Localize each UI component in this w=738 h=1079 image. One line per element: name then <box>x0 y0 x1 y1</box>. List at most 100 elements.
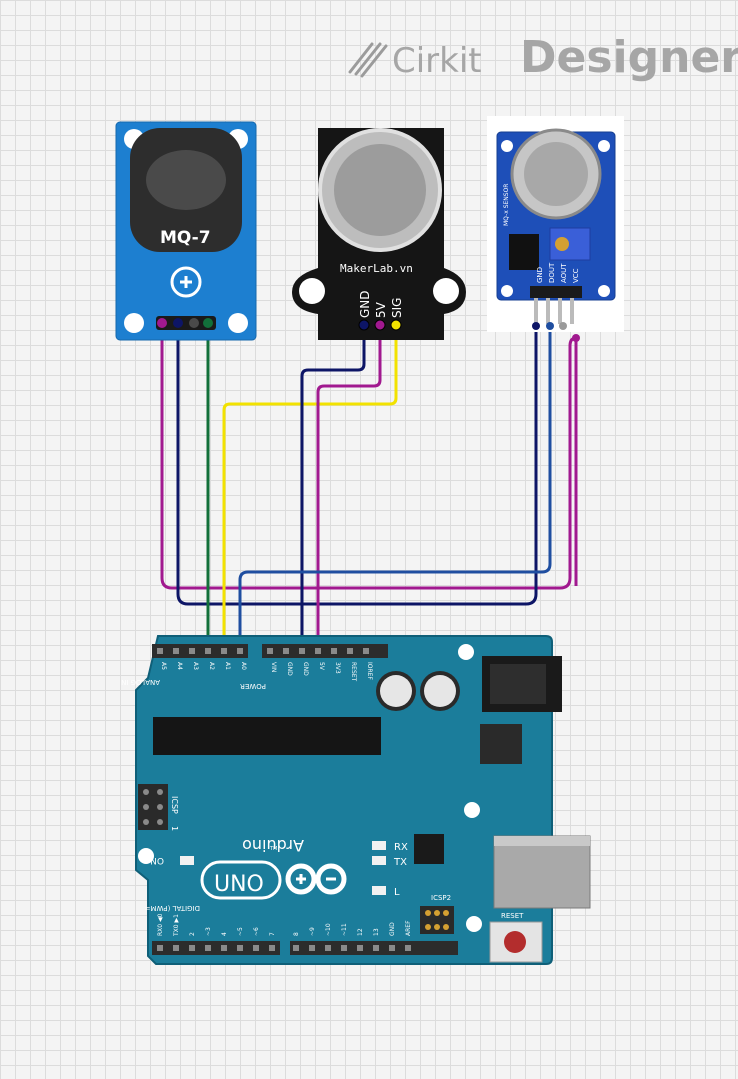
header-pin-analog_pins-5[interactable] <box>237 648 243 654</box>
pin-label-power_pins-2: GND <box>302 662 309 676</box>
pin-module-vcc[interactable] <box>572 334 580 342</box>
mounting-hole <box>501 140 513 152</box>
header-pin-digital-3[interactable] <box>205 945 211 951</box>
wire-module-aout-blue[interactable] <box>238 326 552 652</box>
pin-label-power_pins-4: 3V3 <box>334 662 341 674</box>
pin-mq7-2[interactable] <box>173 318 183 328</box>
icsp-label: ICSP <box>170 796 179 814</box>
tx-label: TX <box>393 857 407 868</box>
header-pin-digital-10[interactable] <box>325 945 331 951</box>
wire-makerlab-5v-purple[interactable] <box>316 325 382 652</box>
header-pin-digital-12[interactable] <box>357 945 363 951</box>
header-pin-analog_pins-0[interactable] <box>157 648 163 654</box>
pin-label-digital-0: RX0 ◀0 <box>157 913 164 936</box>
pin-label-analog_pins-2: A3 <box>192 662 199 670</box>
header-pin-digital-5[interactable] <box>237 945 243 951</box>
pin-label-digital-10: ~10 <box>325 923 332 936</box>
header-pin-power_pins-1[interactable] <box>283 648 289 654</box>
wire-makerlab-sig-yellow[interactable] <box>222 325 398 652</box>
on-label: ON <box>150 855 164 865</box>
pin-makerlab-5v[interactable] <box>374 319 386 331</box>
pin-label-power_pins-5: RESET <box>350 662 357 682</box>
atmega-chip <box>153 717 381 755</box>
pin-makerlab-gnd[interactable] <box>358 319 370 331</box>
header-pin-digital-13[interactable] <box>373 945 379 951</box>
power-label: POWER <box>240 682 266 690</box>
pin-mq7-3[interactable] <box>189 318 199 328</box>
header-pin-power_pins-6[interactable] <box>363 648 369 654</box>
pin-label-power_pins-0: VIN <box>270 662 277 672</box>
pin-label-analog_pins-1: A4 <box>176 662 183 670</box>
pin-label-digital-1: TX0 ▶1 <box>173 914 180 937</box>
header-pin-analog_pins-3[interactable] <box>205 648 211 654</box>
pencil-icon <box>348 42 388 78</box>
wire-mq7-to-a2-purple[interactable] <box>160 323 577 590</box>
module-pin-label-dout: DOUT <box>548 262 556 283</box>
pin-label-power_pins-3: 5V <box>318 662 325 671</box>
header-pin-analog_pins-4[interactable] <box>221 648 227 654</box>
tm-mark: TM <box>269 846 277 852</box>
sensor-symbol-icon <box>170 266 202 298</box>
pin-mq7-1[interactable] <box>157 318 167 328</box>
header-pin-power_pins-4[interactable] <box>331 648 337 654</box>
logo-text-designer: Designer <box>520 32 738 83</box>
header-pin-digital-15[interactable] <box>405 945 411 951</box>
header-pin-digital-2[interactable] <box>189 945 195 951</box>
rx-led <box>372 841 386 850</box>
header-pin-digital-11[interactable] <box>341 945 347 951</box>
pin-module-gnd[interactable] <box>532 322 540 330</box>
comparator-chip <box>509 234 539 270</box>
wire-makerlab-gnd-navy[interactable] <box>300 325 366 652</box>
icsp2-label: ICSP2 <box>431 894 451 902</box>
mounting-hole <box>299 278 325 304</box>
header-pin-digital-1[interactable] <box>173 945 179 951</box>
makerlab-brand: MakerLab.vn <box>340 262 413 275</box>
pin-label-power_pins-1: GND <box>286 662 293 676</box>
infinity-icon <box>285 863 347 895</box>
logo-text-cirkit: Cirkit <box>392 41 482 81</box>
pin-label-digital-14: GND <box>389 922 396 936</box>
pin-module-dout[interactable] <box>546 322 554 330</box>
mounting-hole <box>501 285 513 297</box>
pin-mq7-4[interactable] <box>203 318 213 328</box>
makerlab-sensor-board[interactable]: MakerLab.vn GND 5V SIG <box>292 128 466 340</box>
header-pin-digital-4[interactable] <box>221 945 227 951</box>
wire-mq7-gnd-navy[interactable] <box>176 323 538 606</box>
header-pin-power_pins-5[interactable] <box>347 648 353 654</box>
header-pin-power_pins-3[interactable] <box>315 648 321 654</box>
sensor-mesh <box>524 142 588 206</box>
reset-button-cap[interactable] <box>504 931 526 953</box>
header-pin-power_pins-2[interactable] <box>299 648 305 654</box>
header-pin-digital-6[interactable] <box>253 945 259 951</box>
header-pin-digital-8[interactable] <box>293 945 299 951</box>
mq7-sensor-board[interactable]: MQ-7 <box>115 121 257 341</box>
header-pin-analog_pins-2[interactable] <box>189 648 195 654</box>
on-led <box>180 856 194 865</box>
header-pin-digital-0[interactable] <box>157 945 163 951</box>
digital-label: DIGITAL (PWM= <box>144 904 200 912</box>
pin-label-digital-11: ~11 <box>341 923 348 936</box>
pin-makerlab-sig[interactable] <box>390 319 402 331</box>
pin-label-digital-3: ~3 <box>205 927 212 936</box>
mounting-hole <box>598 140 610 152</box>
rx-label: RX <box>394 842 408 853</box>
pin-module-aout[interactable] <box>559 322 567 330</box>
pin-label-digital-15: AREF <box>405 920 412 936</box>
mq-module-board[interactable]: MQ-x SENSOR GND DOUT AOUT VCC <box>487 116 624 342</box>
makerlab-pin-label-5v: 5V <box>374 301 388 318</box>
header-pin-digital-14[interactable] <box>389 945 395 951</box>
usb-chip <box>414 834 444 864</box>
header-pin-power_pins-0[interactable] <box>267 648 273 654</box>
mounting-hole <box>138 848 154 864</box>
mounting-hole <box>598 285 610 297</box>
usb-b-port[interactable] <box>493 835 591 909</box>
mounting-hole <box>466 916 482 932</box>
header-pin-digital-7[interactable] <box>269 945 275 951</box>
header-pin-digital-9[interactable] <box>309 945 315 951</box>
header-pin-analog_pins-1[interactable] <box>173 648 179 654</box>
potentiometer-knob[interactable] <box>555 237 569 251</box>
mounting-hole <box>458 644 474 660</box>
